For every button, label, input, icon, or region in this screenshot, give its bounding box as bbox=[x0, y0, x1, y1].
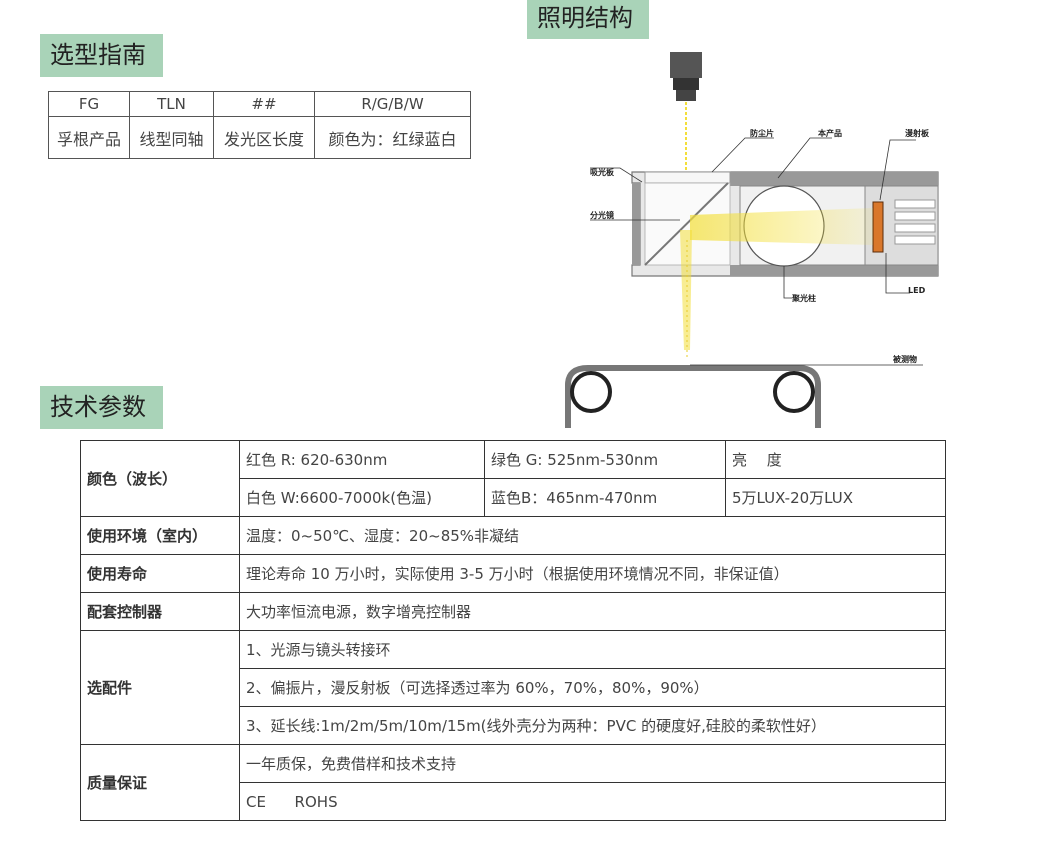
table-row: 选配件 1、光源与镜头转接环 bbox=[80, 630, 946, 745]
label-condenser: 聚光柱 bbox=[791, 293, 816, 303]
selection-guide-table: FG TLN ## R/G/B/W 孚根产品 线型同轴 发光区长度 颜色为：红绿… bbox=[48, 91, 471, 159]
guide-desc-cell: 线型同轴 bbox=[129, 116, 214, 159]
row-label-accessories: 选配件 bbox=[80, 630, 240, 745]
table-row: 质量保证 一年质保，免费借样和技术支持 bbox=[80, 744, 946, 821]
guide-code-cell: ## bbox=[213, 91, 315, 117]
camera-icon bbox=[670, 52, 702, 101]
label-object: 被测物 bbox=[893, 354, 917, 364]
table-row: 颜色（波长） 红色 R: 620-630nm 绿色 G: 525nm-530nm… bbox=[80, 440, 946, 517]
cell-lifetime: 理论寿命 10 万小时，实际使用 3-5 万小时（根据使用环境情况不同，非保证值… bbox=[239, 554, 946, 593]
guide-desc-row: 孚根产品 线型同轴 发光区长度 颜色为：红绿蓝白 bbox=[48, 116, 471, 159]
lighting-structure-diagram: 防尘片 本产品 漫射板 吸光板 分光镜 LED 聚光柱 被测物 bbox=[565, 52, 939, 428]
section-tag-select-guide: 选型指南 bbox=[40, 34, 163, 77]
led-strip bbox=[872, 201, 884, 253]
label-led: LED bbox=[908, 286, 926, 295]
row-label-lifetime: 使用寿命 bbox=[80, 554, 240, 593]
guide-code-cell: FG bbox=[48, 91, 130, 117]
table-row: 配套控制器 大功率恒流电源，数字增亮控制器 bbox=[80, 592, 946, 631]
cell-warranty-2: CE ROHS bbox=[239, 782, 946, 821]
cell-accessory-2: 2、偏振片，漫反射板（可选择透过率为 60%，70%，80%，90%） bbox=[239, 668, 946, 707]
table-row: 使用寿命 理论寿命 10 万小时，实际使用 3-5 万小时（根据使用环境情况不同… bbox=[80, 554, 946, 593]
leader-lines bbox=[590, 137, 923, 366]
cell-accessory-1: 1、光源与镜头转接环 bbox=[239, 630, 946, 669]
table-row: CE ROHS bbox=[81, 782, 946, 821]
cell-red: 红色 R: 620-630nm bbox=[239, 440, 485, 479]
cell-accessory-3: 3、延长线:1m/2m/5m/10m/15m(线外壳分为两种：PVC 的硬度好,… bbox=[239, 706, 946, 745]
row-label-controller: 配套控制器 bbox=[80, 592, 240, 631]
guide-desc-cell: 发光区长度 bbox=[213, 116, 315, 159]
cell-brightness-label: 亮 度 bbox=[725, 440, 946, 479]
led-light-cone bbox=[690, 208, 873, 245]
guide-desc-cell: 孚根产品 bbox=[48, 116, 130, 159]
section-tag-light-structure: 照明结构 bbox=[527, 0, 649, 39]
section-tag-tech-params: 技术参数 bbox=[40, 386, 163, 429]
cell-warranty-1: 一年质保，免费借样和技术支持 bbox=[239, 744, 946, 783]
table-row: 2、偏振片，漫反射板（可选择透过率为 60%，70%，80%，90%） bbox=[81, 668, 946, 707]
spec-table: 颜色（波长） 红色 R: 620-630nm 绿色 G: 525nm-530nm… bbox=[80, 440, 946, 821]
cell-controller: 大功率恒流电源，数字增亮控制器 bbox=[239, 592, 946, 631]
downward-beam bbox=[680, 230, 692, 360]
label-diffuser: 漫射板 bbox=[905, 128, 930, 138]
cell-green: 绿色 G: 525nm-530nm bbox=[484, 440, 726, 479]
table-row: 使用环境（室内） 温度：0~50℃、湿度：20~85%非凝结 bbox=[80, 516, 946, 555]
cell-environment: 温度：0~50℃、湿度：20~85%非凝结 bbox=[239, 516, 946, 555]
cell-white: 白色 W:6600-7000k(色温) bbox=[239, 478, 485, 517]
splitter-mirror bbox=[644, 182, 729, 266]
label-absorber: 吸光板 bbox=[590, 167, 615, 177]
label-product: 本产品 bbox=[817, 128, 842, 138]
conveyor bbox=[565, 365, 821, 428]
cell-blue: 蓝色B：465nm-470nm bbox=[484, 478, 726, 517]
cell-brightness-value: 5万LUX-20万LUX bbox=[725, 478, 946, 517]
guide-desc-cell: 颜色为：红绿蓝白 bbox=[314, 116, 471, 159]
row-label-environment: 使用环境（室内） bbox=[80, 516, 240, 555]
guide-code-cell: TLN bbox=[129, 91, 214, 117]
row-label-warranty: 质量保证 bbox=[80, 744, 240, 821]
row-label-color: 颜色（波长） bbox=[80, 440, 240, 517]
guide-code-cell: R/G/B/W bbox=[314, 91, 471, 117]
label-dust-sheet: 防尘片 bbox=[750, 128, 774, 138]
label-splitter: 分光镜 bbox=[590, 210, 614, 220]
guide-code-row: FG TLN ## R/G/B/W bbox=[48, 91, 471, 117]
